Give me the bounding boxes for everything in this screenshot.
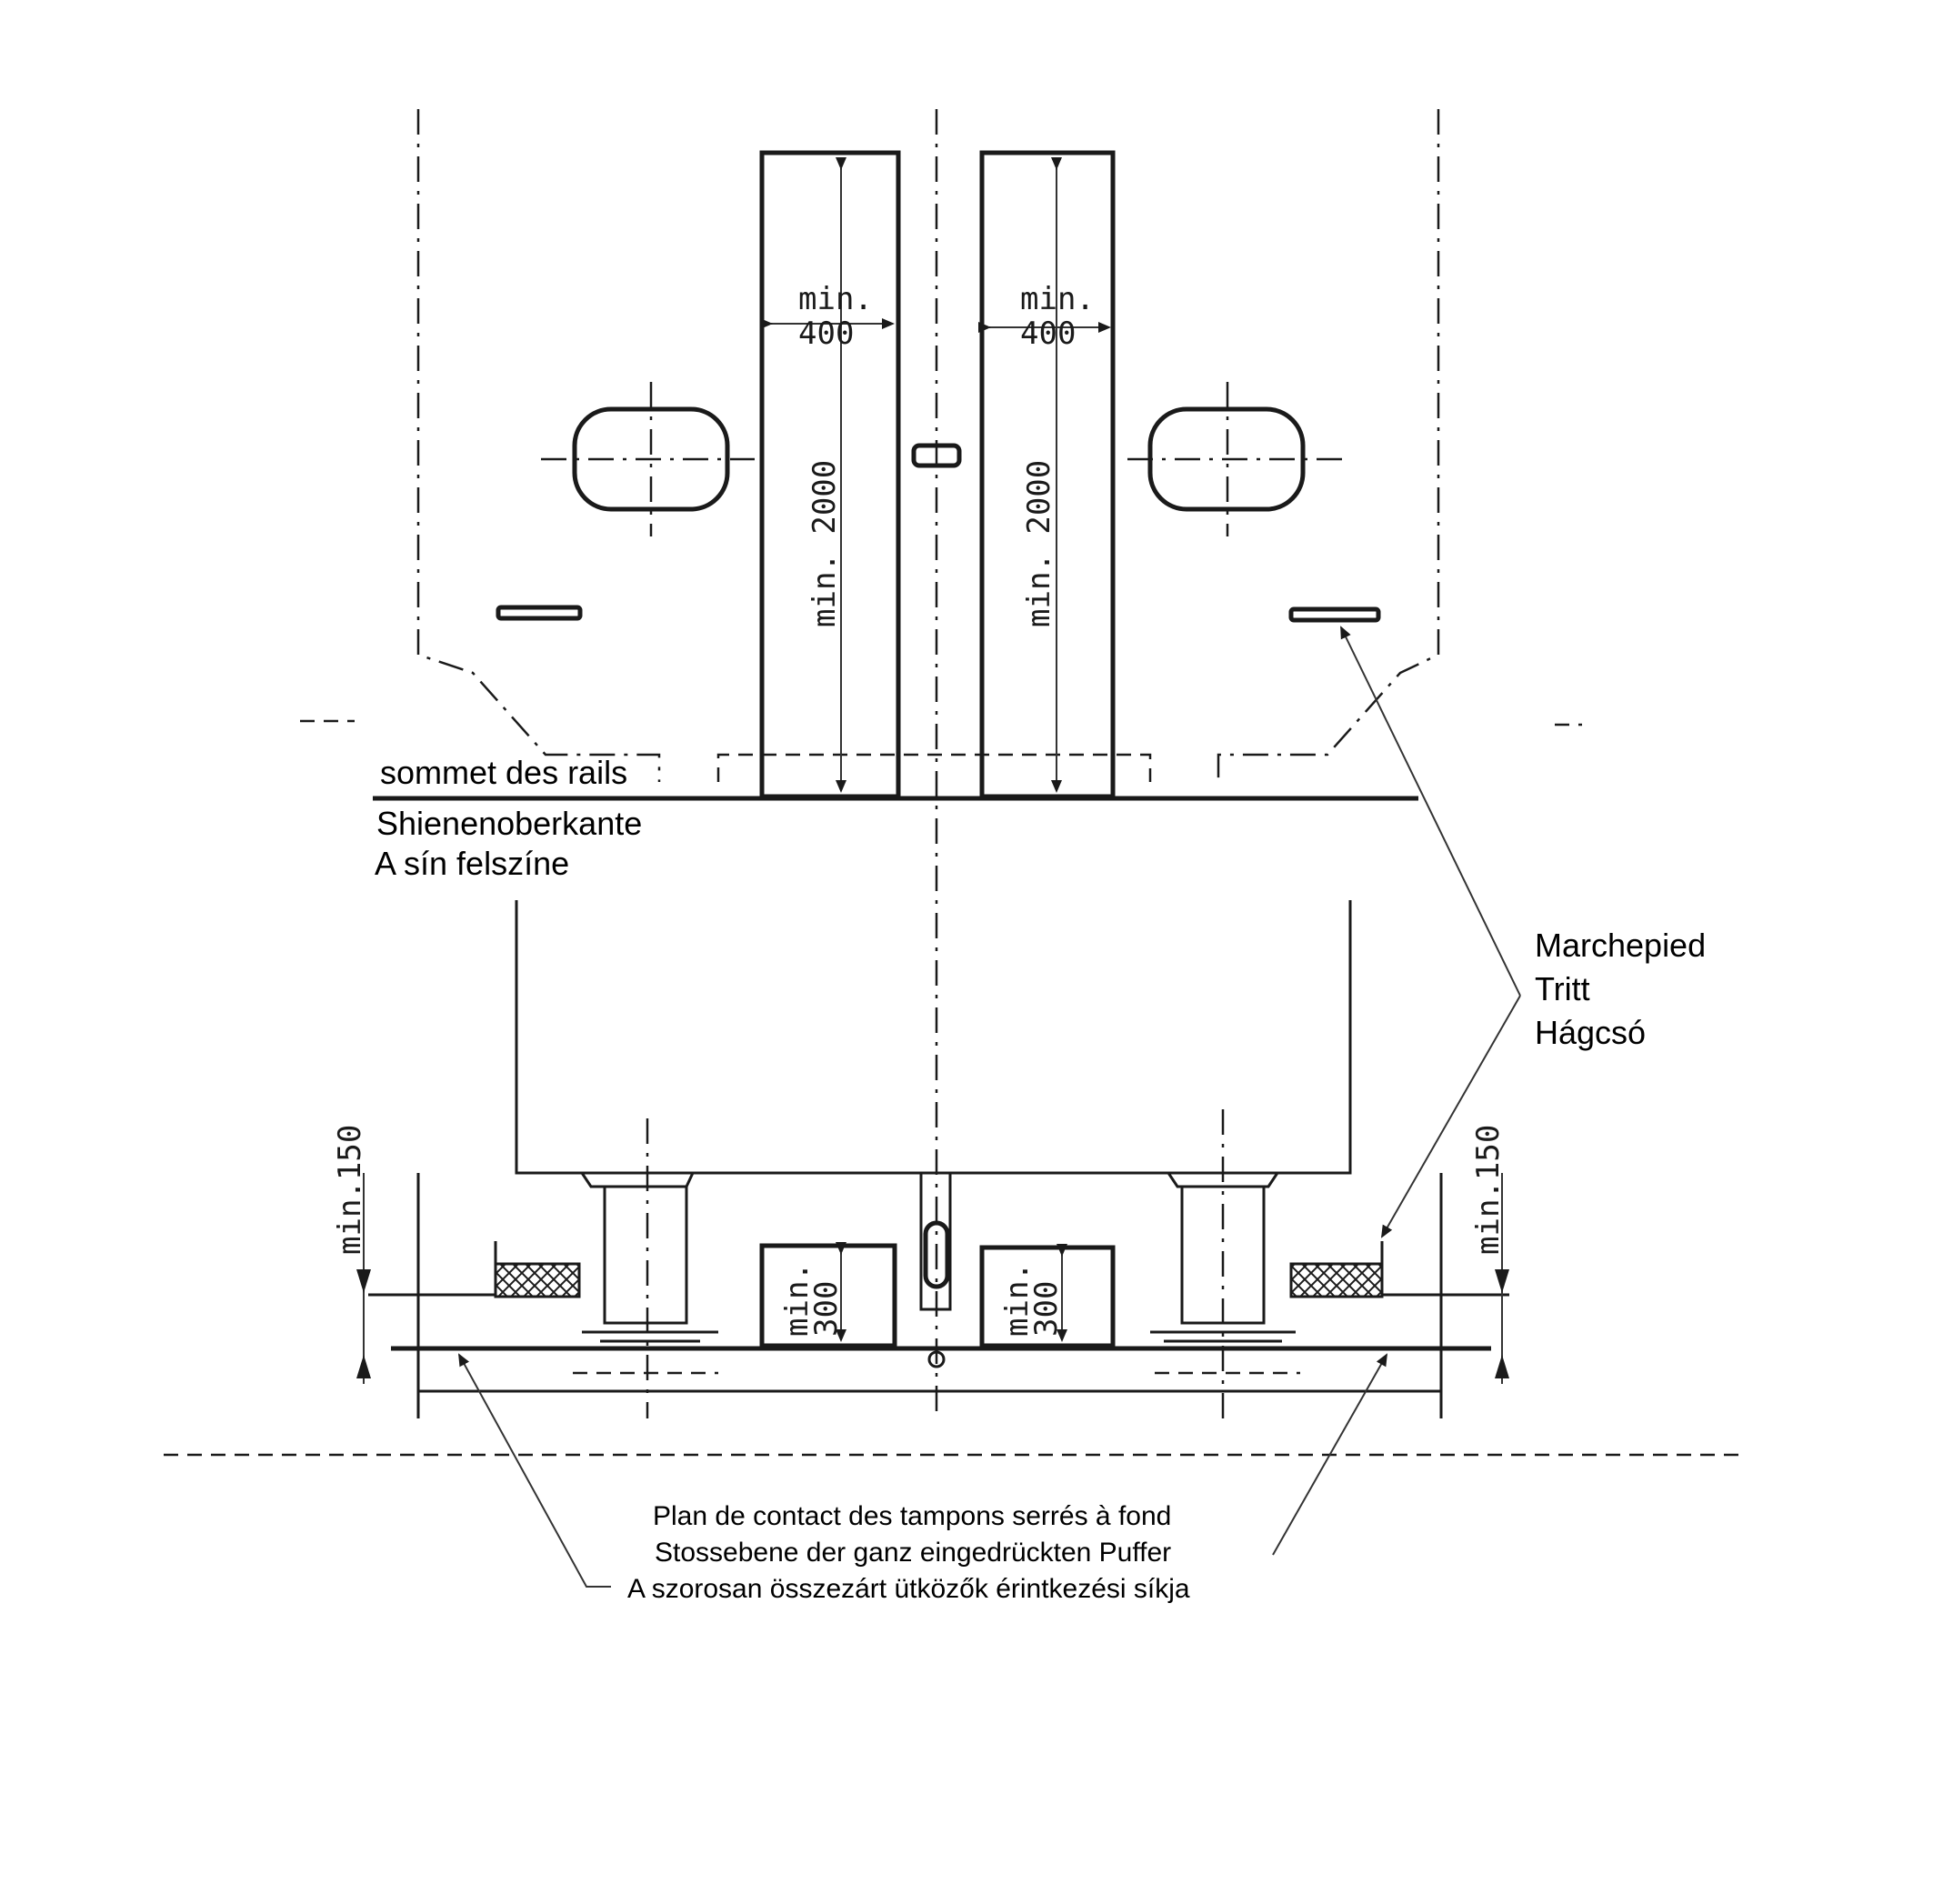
box-left-value-label: 300 bbox=[808, 1281, 845, 1337]
screw-coupling bbox=[919, 1171, 952, 1368]
plane-leader-right bbox=[1272, 1353, 1387, 1556]
door-right-width-value-label: 400 bbox=[1020, 316, 1076, 352]
door-left-width-min-label: min. bbox=[798, 281, 873, 317]
door-left-height-label: min. 2000 bbox=[806, 460, 843, 627]
clearance-right-label: min.150 bbox=[1470, 1125, 1507, 1255]
hatched-step-left bbox=[494, 1241, 581, 1298]
clearance-box-left bbox=[759, 1242, 897, 1348]
center-coupling-head bbox=[911, 443, 962, 468]
door-right-width-min-label: min. bbox=[1020, 281, 1095, 317]
rail-top-label-hu: A sín felszíne bbox=[375, 845, 570, 882]
buffer-left bbox=[573, 1118, 718, 1418]
step-right bbox=[1288, 606, 1381, 623]
clearance-left-label: min.150 bbox=[332, 1125, 368, 1255]
underframe-outline bbox=[515, 900, 1352, 1175]
buffer-plane-label-fr: Plan de contact des tampons serrés à fon… bbox=[653, 1501, 1172, 1531]
clearance-box-right bbox=[979, 1244, 1116, 1348]
plane-leader-left bbox=[458, 1353, 611, 1588]
rail-top-label-fr: sommet des rails bbox=[380, 754, 628, 791]
clearance-dim-right bbox=[1495, 1173, 1509, 1384]
car-body-outline bbox=[416, 109, 1440, 782]
door-right-height-label: min. 2000 bbox=[1021, 460, 1057, 627]
step-label-hu: Hágcsó bbox=[1535, 1014, 1647, 1051]
door-right bbox=[978, 150, 1116, 799]
buffer-plane-label-hu: A szorosan összezárt ütközők érintkezési… bbox=[627, 1574, 1190, 1604]
clearance-dim-left bbox=[356, 1173, 371, 1384]
lamp-right bbox=[1127, 382, 1346, 536]
step-label-fr: Marchepied bbox=[1535, 927, 1707, 964]
buffer-plane-label-de: Stossebene der ganz eingedrückten Puffer bbox=[655, 1538, 1172, 1568]
door-left bbox=[759, 150, 901, 799]
step-label-de: Tritt bbox=[1535, 970, 1590, 1007]
box-right-value-label: 300 bbox=[1028, 1281, 1065, 1337]
box-right-min-label: min. bbox=[999, 1262, 1036, 1337]
hatched-step-right bbox=[1289, 1241, 1384, 1298]
lamp-left bbox=[541, 382, 755, 536]
buffer-right bbox=[1150, 1109, 1300, 1418]
step-leader-upper bbox=[1340, 626, 1521, 997]
door-left-width-value-label: 400 bbox=[798, 316, 854, 352]
box-left-min-label: min. bbox=[779, 1262, 816, 1337]
rail-top-label-de: Shienenoberkante bbox=[376, 805, 643, 842]
step-leader-lower bbox=[1381, 995, 1521, 1238]
step-left bbox=[496, 605, 583, 621]
